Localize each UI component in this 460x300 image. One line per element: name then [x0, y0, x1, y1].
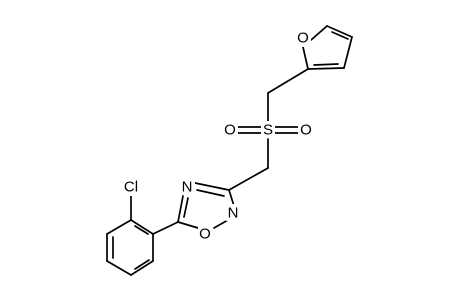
bond [130, 219, 154, 235]
bond [177, 195, 184, 223]
bond-double-inner [196, 189, 225, 197]
bond-double-inner [183, 197, 189, 218]
bond [228, 189, 235, 207]
bond [228, 167, 269, 191]
bond [130, 260, 154, 276]
sulfur-label: S [263, 122, 273, 139]
ring-oxygen-1-label: O [199, 226, 211, 243]
ring-nitrogen-4-label: N [182, 179, 193, 196]
bond [152, 221, 179, 235]
atom-labels: O S O O N N O Cl [121, 30, 313, 243]
bond [106, 260, 132, 276]
bond [343, 36, 353, 69]
chlorine-label: Cl [124, 179, 138, 196]
bond-double-inner [331, 31, 349, 40]
bond [326, 25, 353, 38]
bond-double-inner [134, 225, 149, 235]
bond [213, 219, 229, 229]
bonds [106, 25, 353, 276]
bond-double-inner [134, 259, 150, 270]
bond [177, 221, 199, 229]
sulfonyl-oxygen-right-label: O [300, 122, 312, 139]
sulfonyl-oxygen-left-label: O [224, 122, 236, 139]
bond [106, 219, 132, 235]
bond [302, 46, 309, 70]
furan-oxygen-label: O [297, 30, 309, 47]
bond [194, 182, 230, 191]
ring-nitrogen-2-label: N [228, 205, 239, 222]
bond [307, 67, 345, 70]
bond-double-inner [313, 63, 339, 66]
bond [267, 68, 309, 94]
